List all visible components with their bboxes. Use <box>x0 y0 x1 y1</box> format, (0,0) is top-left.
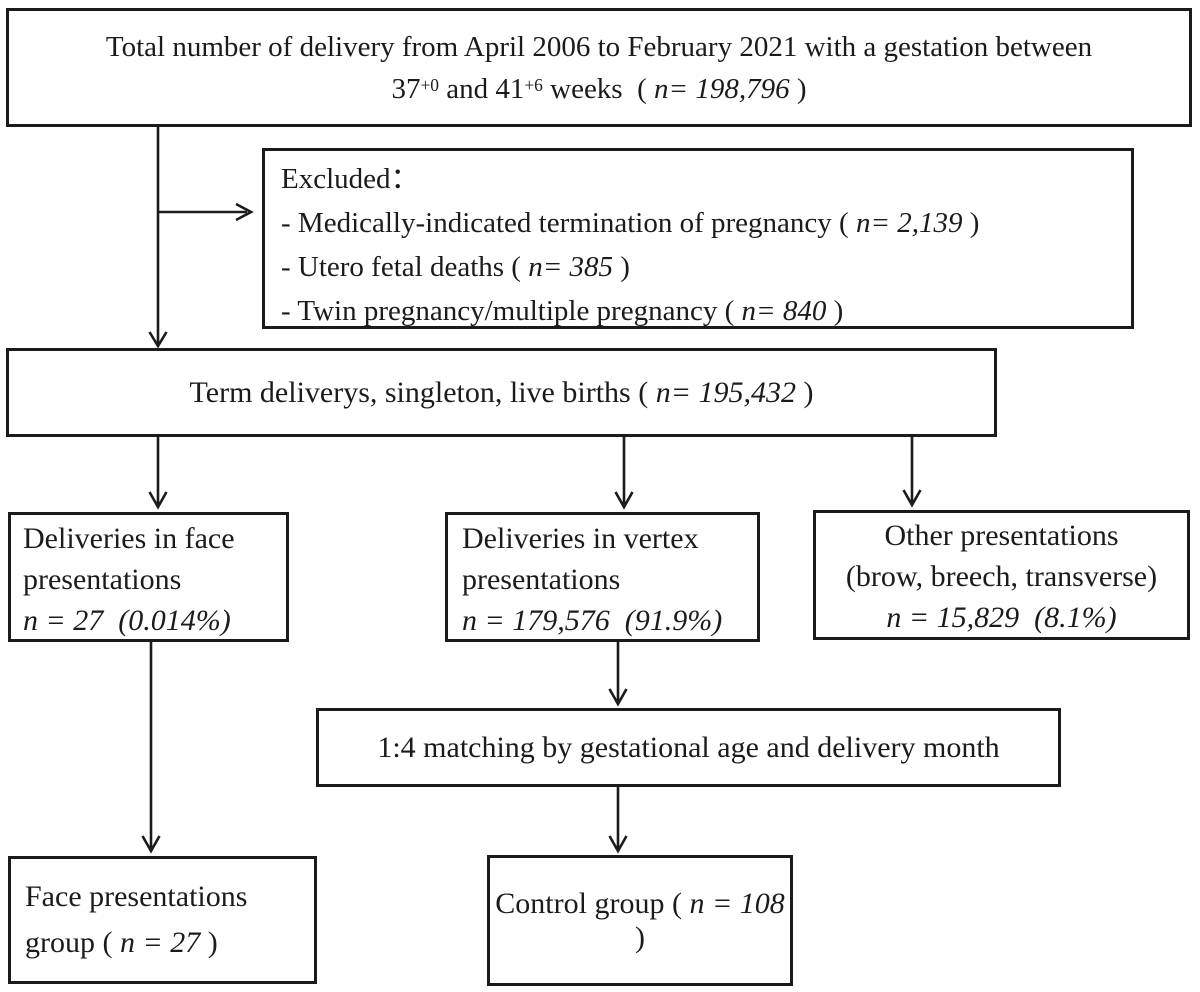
excluded-item-n-value: n= 840 <box>741 295 827 327</box>
total-n-value: n= 198,796 <box>654 72 790 105</box>
face-line2: presentations <box>23 559 286 600</box>
other-n-value: n = 15,829 (8.1%) <box>886 600 1117 634</box>
gestation-end-superscript: +6 <box>524 74 543 95</box>
face-line2-text: presentations <box>23 563 182 596</box>
face-n-value: n = 27 (0.014%) <box>23 604 231 637</box>
other-line2: (brow, breech, transverse) <box>816 556 1187 597</box>
other-line2-text: (brow, breech, transverse) <box>845 559 1158 593</box>
vertex-line2-text: presentations <box>462 563 621 596</box>
arrow-face-to-facegroup <box>141 642 161 854</box>
excluded-item-text: - Medically-indicated termination of pre… <box>281 207 856 239</box>
matching-text: 1:4 matching by gestational age and deli… <box>319 731 1058 765</box>
arrow-total-to-term <box>148 127 168 349</box>
excluded-item-n-value: n= 2,139 <box>855 207 963 239</box>
facegroup-n-value: n = 27 <box>119 926 201 959</box>
term-deliveries-box: Term deliverys, singleton, live births (… <box>6 348 997 437</box>
control-text: Control group ( n = 108 ) <box>490 887 790 955</box>
excluded-item-close-paren: ) <box>826 295 844 327</box>
vertex-n-value: n = 179,576 (91.9%) <box>462 604 723 637</box>
excluded-item-close-paren: ) <box>613 251 630 283</box>
excluded-item-utero-fetal-deaths: - Utero fetal deaths ( n= 385 ) <box>281 245 1123 289</box>
excluded-item-twin-pregnancy: - Twin pregnancy/multiple pregnancy ( n=… <box>281 289 1123 333</box>
term-deliveries-text: Term deliverys, singleton, live births (… <box>9 376 994 410</box>
other-line1: Other presentations <box>816 515 1187 556</box>
arrow-term-to-other <box>902 437 922 508</box>
arrow-term-to-face <box>148 437 168 510</box>
excluded-box: Excluded： - Medically-indicated terminat… <box>262 148 1134 329</box>
facegroup-line1: Face presentations <box>25 874 314 920</box>
total-deliveries-box: Total number of delivery from April 2006… <box>6 8 1192 127</box>
vertex-line1-text: Deliveries in vertex <box>462 522 699 555</box>
vertex-line2: presentations <box>462 559 757 600</box>
gestation-start-superscript: +0 <box>420 74 439 95</box>
vertex-stat: n = 179,576 (91.9%) <box>462 600 757 641</box>
face-line1: Deliveries in face <box>23 518 286 559</box>
matching-label: 1:4 matching by gestational age and deli… <box>377 730 1000 764</box>
other-presentations-box: Other presentations (brow, breech, trans… <box>813 510 1190 640</box>
total-line2: 37+0 and 41+6 weeks ( n= 198,796 ) <box>15 68 1183 110</box>
other-line1-text: Other presentations <box>884 518 1119 552</box>
term-label: Term deliverys, singleton, live births ( <box>189 375 656 409</box>
arrow-to-excluded <box>158 202 254 222</box>
total-line1-text: Total number of delivery from April 2006… <box>105 30 1093 63</box>
control-label: Control group ( <box>495 886 690 920</box>
excluded-item-termination: - Medically-indicated termination of pre… <box>281 201 1123 245</box>
total-line1: Total number of delivery from April 2006… <box>15 26 1183 68</box>
control-n-value: n = 108 <box>689 886 785 920</box>
excluded-item-close-paren: ) <box>962 207 980 239</box>
vertex-presentations-box: Deliveries in vertex presentations n = 1… <box>445 512 760 642</box>
gestation-start: 37 <box>391 72 421 105</box>
facegroup-label: group ( <box>25 926 120 959</box>
weeks-label: weeks ( <box>542 72 655 105</box>
facegroup-line1-text: Face presentations <box>25 880 248 913</box>
facegroup-line2: group ( n = 27 ) <box>25 920 314 966</box>
face-presentations-box: Deliveries in face presentations n = 27 … <box>8 512 289 642</box>
face-stat: n = 27 (0.014%) <box>23 600 286 641</box>
excluded-title-text: Excluded： <box>281 163 420 195</box>
face-presentations-group-box: Face presentations group ( n = 27 ) <box>8 856 317 984</box>
control-close-paren: ) <box>635 886 793 954</box>
matching-box: 1:4 matching by gestational age and deli… <box>316 708 1061 787</box>
gestation-end: and 41 <box>438 72 525 105</box>
total-close-paren: ) <box>789 72 807 105</box>
excluded-item-text: - Utero fetal deaths ( <box>281 251 529 283</box>
excluded-title: Excluded： <box>281 157 1123 201</box>
term-n-value: n= 195,432 <box>655 375 796 409</box>
other-stat: n = 15,829 (8.1%) <box>816 597 1187 638</box>
excluded-item-text: - Twin pregnancy/multiple pregnancy ( <box>281 295 742 327</box>
facegroup-close-paren: ) <box>200 926 218 959</box>
control-group-box: Control group ( n = 108 ) <box>487 855 793 986</box>
arrow-vertex-to-matching <box>608 642 628 707</box>
arrow-term-to-vertex <box>614 437 634 510</box>
excluded-item-n-value: n= 385 <box>528 251 614 283</box>
face-line1-text: Deliveries in face <box>23 522 235 555</box>
vertex-line1: Deliveries in vertex <box>462 518 757 559</box>
arrow-matching-to-control <box>608 787 628 854</box>
term-close-paren: ) <box>795 375 814 409</box>
